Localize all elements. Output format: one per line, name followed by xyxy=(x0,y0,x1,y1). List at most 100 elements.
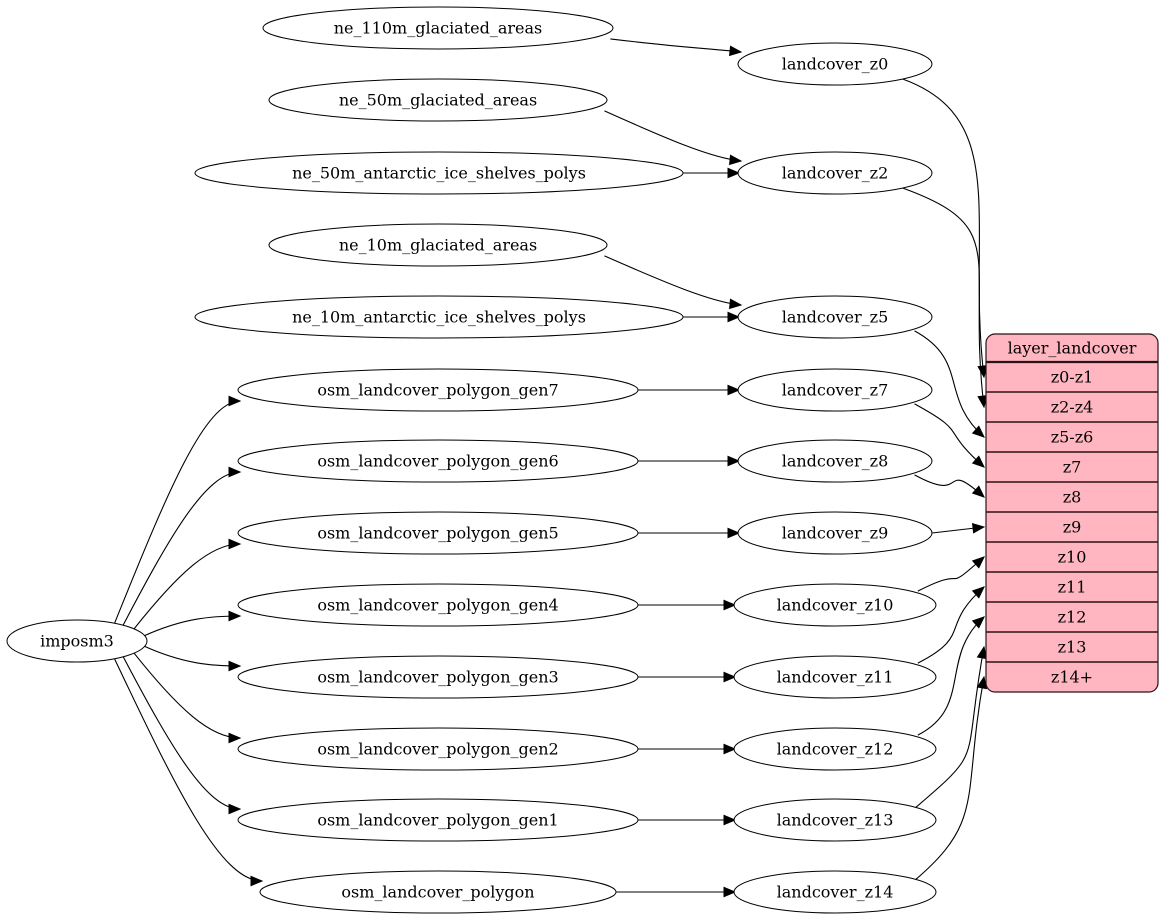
node-label: landcover_z13 xyxy=(777,811,894,830)
edge-osm_landcover_polygon_gen7-to-landcover_z7 xyxy=(638,384,741,396)
edge-ne_50m_antarctic_ice_shelves_polys-to-landcover_z2 xyxy=(683,167,741,179)
table-row-label: z14+ xyxy=(1051,668,1093,687)
node-landcover_z2[interactable]: landcover_z2 xyxy=(737,151,933,195)
edge-landcover_z8-to-table-row-4 xyxy=(914,474,985,498)
table-row[interactable]: z5-z6 xyxy=(1051,428,1094,447)
edge-osm_landcover_polygon_gen5-to-landcover_z9 xyxy=(638,527,741,539)
edge-line xyxy=(914,330,985,438)
edge-osm_landcover_polygon-to-landcover_z14 xyxy=(616,886,737,898)
edge-arrowhead xyxy=(228,610,242,622)
table-row-label: z9 xyxy=(1063,518,1082,537)
edge-ne_10m_glaciated_areas-to-landcover_z5 xyxy=(604,255,743,310)
edge-arrowhead xyxy=(228,538,242,550)
node-osm_landcover_polygon_gen3[interactable]: osm_landcover_polygon_gen3 xyxy=(237,655,639,699)
edge-line xyxy=(604,255,742,306)
table-row[interactable]: z9 xyxy=(1063,518,1082,537)
table-row[interactable]: z11 xyxy=(1058,578,1087,597)
node-landcover_z11[interactable]: landcover_z11 xyxy=(733,655,937,699)
table-row-label: z7 xyxy=(1063,458,1082,477)
node-label: osm_landcover_polygon xyxy=(341,883,534,902)
edge-arrowhead xyxy=(723,743,737,755)
node-landcover_z9[interactable]: landcover_z9 xyxy=(737,511,933,555)
edge-arrowhead xyxy=(729,45,743,57)
node-label: imposm3 xyxy=(40,632,114,651)
edge-line xyxy=(902,187,985,408)
node-landcover_z12[interactable]: landcover_z12 xyxy=(733,727,937,771)
node-landcover_z7[interactable]: landcover_z7 xyxy=(737,368,933,412)
node-label: landcover_z7 xyxy=(782,381,889,400)
edge-arrowhead xyxy=(729,154,743,166)
node-landcover_z10[interactable]: landcover_z10 xyxy=(733,583,937,627)
node-landcover_z0[interactable]: landcover_z0 xyxy=(737,42,933,86)
node-label: osm_landcover_polygon_gen2 xyxy=(317,740,558,759)
edge-arrowhead xyxy=(727,527,741,539)
node-osm_landcover_polygon_gen7[interactable]: osm_landcover_polygon_gen7 xyxy=(237,368,639,412)
edge-imposm3-to-osm_landcover_polygon_gen5 xyxy=(133,538,242,630)
edges-layer xyxy=(114,38,988,898)
node-osm_landcover_polygon_gen1[interactable]: osm_landcover_polygon_gen1 xyxy=(237,798,639,842)
node-osm_landcover_polygon_gen4[interactable]: osm_landcover_polygon_gen4 xyxy=(237,583,639,627)
table-row[interactable]: z10 xyxy=(1058,548,1087,567)
node-ellipse xyxy=(237,439,639,483)
edge-line xyxy=(604,110,742,162)
node-label: ne_10m_glaciated_areas xyxy=(339,236,537,255)
node-ne_110m_glaciated_areas[interactable]: ne_110m_glaciated_areas xyxy=(262,6,614,50)
edge-line xyxy=(114,658,263,882)
node-label: landcover_z12 xyxy=(777,740,894,759)
edge-arrowhead xyxy=(723,814,737,826)
table-row[interactable]: z7 xyxy=(1063,458,1082,477)
edge-landcover_z10-to-table-row-6 xyxy=(917,556,985,592)
node-label: ne_10m_antarctic_ice_shelves_polys xyxy=(292,308,586,327)
edge-arrowhead xyxy=(976,675,988,690)
table-row[interactable]: z0-z1 xyxy=(1051,368,1094,387)
edge-line xyxy=(915,676,985,880)
edge-arrowhead xyxy=(723,886,737,898)
edge-arrowhead xyxy=(727,384,741,396)
node-ne_50m_antarctic_ice_shelves_polys[interactable]: ne_50m_antarctic_ice_shelves_polys xyxy=(194,151,684,195)
edge-arrowhead xyxy=(228,803,242,815)
node-ellipse xyxy=(737,368,933,412)
node-label: ne_50m_glaciated_areas xyxy=(339,91,537,110)
node-landcover_z8[interactable]: landcover_z8 xyxy=(737,439,933,483)
table-row[interactable]: z14+ xyxy=(1051,668,1093,687)
table-row[interactable]: z2-z4 xyxy=(1051,398,1094,417)
edge-line xyxy=(917,556,985,592)
edge-landcover_z0-to-table-row-0 xyxy=(902,78,988,379)
edge-line xyxy=(610,38,742,53)
node-osm_landcover_polygon_gen2[interactable]: osm_landcover_polygon_gen2 xyxy=(237,727,639,771)
node-label: landcover_z5 xyxy=(782,308,889,327)
edge-ne_10m_antarctic_ice_shelves_polys-to-landcover_z5 xyxy=(683,311,741,323)
table-row[interactable]: z13 xyxy=(1058,638,1087,657)
node-osm_landcover_polygon[interactable]: osm_landcover_polygon xyxy=(259,870,617,914)
node-osm_landcover_polygon_gen6[interactable]: osm_landcover_polygon_gen6 xyxy=(237,439,639,483)
edge-arrowhead xyxy=(727,311,741,323)
node-osm_landcover_polygon_gen5[interactable]: osm_landcover_polygon_gen5 xyxy=(237,511,639,555)
node-landcover_z13[interactable]: landcover_z13 xyxy=(733,798,937,842)
node-ellipse xyxy=(237,727,639,771)
node-landcover_z5[interactable]: landcover_z5 xyxy=(737,295,933,339)
table-row[interactable]: z12 xyxy=(1058,608,1087,627)
edge-arrowhead xyxy=(727,167,741,179)
node-ellipse xyxy=(268,78,608,122)
edge-landcover_z5-to-table-row-2 xyxy=(914,330,985,438)
edge-arrowhead xyxy=(228,660,242,672)
node-imposm3[interactable]: imposm3 xyxy=(6,619,148,663)
node-ne_10m_glaciated_areas[interactable]: ne_10m_glaciated_areas xyxy=(268,223,608,267)
edge-line xyxy=(114,400,241,624)
edge-arrowhead xyxy=(729,298,743,310)
nodes-layer: imposm3 ne_110m_glaciated_areas ne_50m_gla… xyxy=(6,6,937,914)
node-ellipse xyxy=(237,511,639,555)
table-row[interactable]: z8 xyxy=(1063,488,1082,507)
node-ne_50m_glaciated_areas[interactable]: ne_50m_glaciated_areas xyxy=(268,78,608,122)
edge-imposm3-to-osm_landcover_polygon_gen4 xyxy=(142,610,242,637)
node-landcover_z14[interactable]: landcover_z14 xyxy=(733,870,937,914)
edge-imposm3-to-osm_landcover_polygon_gen1 xyxy=(122,656,242,815)
edge-line xyxy=(902,78,985,378)
node-ellipse xyxy=(733,583,937,627)
node-ellipse xyxy=(237,583,639,627)
edge-ne_110m_glaciated_areas-to-landcover_z0 xyxy=(610,38,743,57)
node-label: landcover_z2 xyxy=(782,164,889,183)
node-label: osm_landcover_polygon_gen1 xyxy=(317,811,558,830)
node-ne_10m_antarctic_ice_shelves_polys[interactable]: ne_10m_antarctic_ice_shelves_polys xyxy=(194,295,684,339)
